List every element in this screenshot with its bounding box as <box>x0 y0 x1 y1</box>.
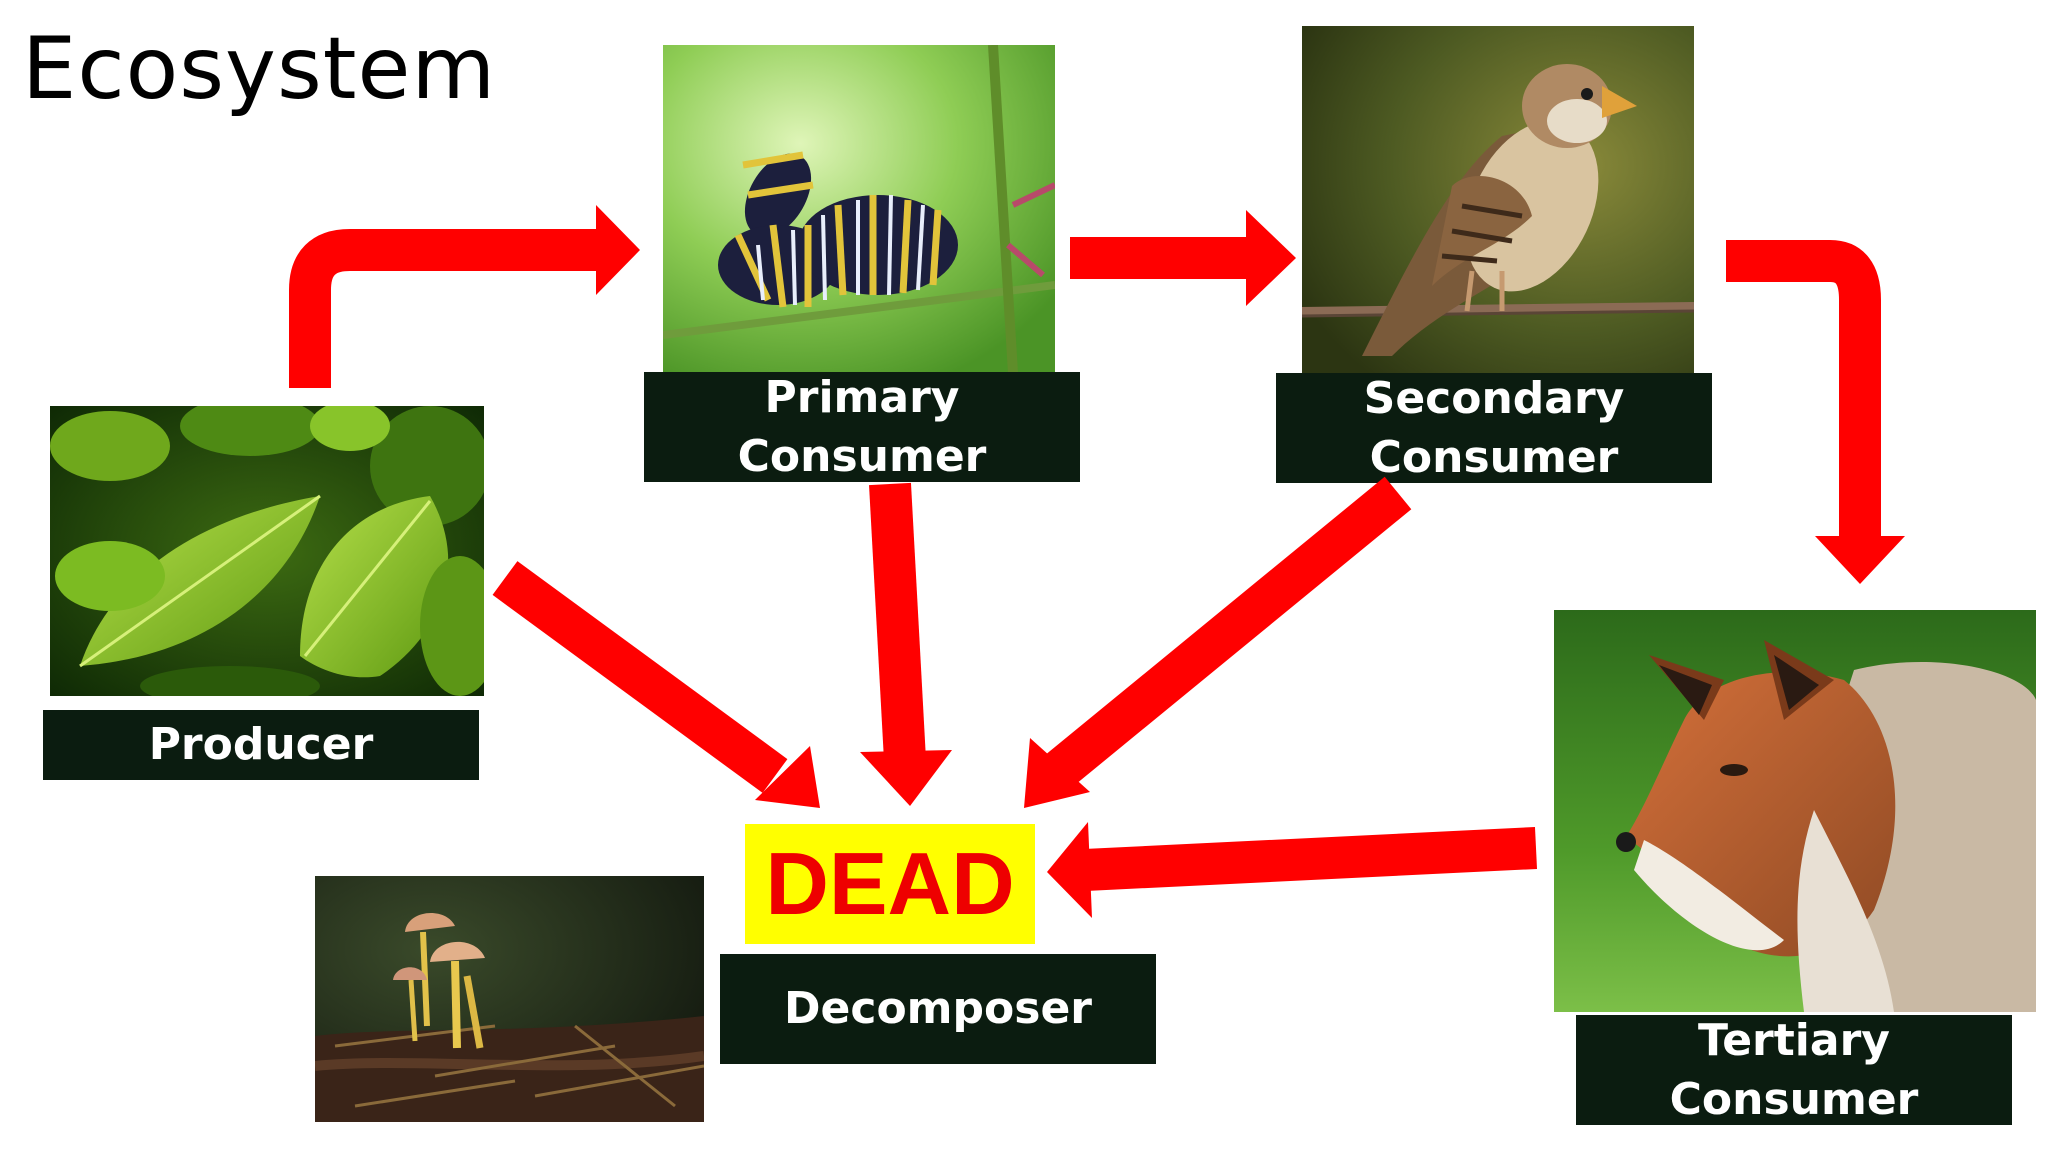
secondary-consumer-label-line1: Secondary <box>1363 372 1625 424</box>
sparrow-photo <box>1302 26 1694 374</box>
decomposer-label: Decomposer <box>720 954 1156 1064</box>
arrowhead-secondary-to-tertiary <box>1815 536 1905 584</box>
tertiary-consumer-label: Tertiary Consumer <box>1576 1015 2012 1125</box>
producer-label: Producer <box>43 710 479 780</box>
arrowhead-primary-to-secondary <box>1246 210 1296 306</box>
decomposer-label-text: Decomposer <box>784 983 1092 1035</box>
arrowhead-tertiary-to-dead <box>1047 822 1092 918</box>
arrow-secondary-to-tertiary <box>1726 240 1881 540</box>
primary-consumer-label: Primary Consumer <box>644 372 1080 482</box>
arrow-producer-to-dead <box>492 561 788 793</box>
caterpillar-photo <box>663 45 1055 373</box>
arrow-tertiary-to-dead <box>1083 827 1538 891</box>
secondary-consumer-label-line2: Consumer <box>1369 432 1619 483</box>
arrowhead-producer-to-dead <box>755 746 820 808</box>
tertiary-consumer-label-line1: Tertiary <box>1698 1014 1890 1066</box>
mushroom-photo <box>315 876 704 1122</box>
producer-label-text: Producer <box>148 719 374 771</box>
dead-label: DEAD <box>765 834 1015 933</box>
arrowhead-secondary-to-dead <box>1024 738 1090 808</box>
secondary-consumer-label: Secondary Consumer <box>1276 373 1712 483</box>
fox-photo <box>1554 610 2036 1012</box>
primary-consumer-label-line2: Consumer <box>737 431 987 482</box>
arrow-primary-to-dead <box>869 482 926 762</box>
arrowhead-producer-to-primary <box>596 205 640 295</box>
dead-box: DEAD <box>745 824 1035 944</box>
leaves-photo <box>50 406 484 696</box>
primary-consumer-label-line1: Primary <box>764 371 960 423</box>
page-title: Ecosystem <box>22 19 497 119</box>
arrowhead-primary-to-dead <box>860 750 952 806</box>
arrow-producer-to-primary <box>289 229 600 388</box>
arrow-secondary-to-dead <box>1046 476 1412 787</box>
tertiary-consumer-label-line2: Consumer <box>1669 1074 1919 1125</box>
